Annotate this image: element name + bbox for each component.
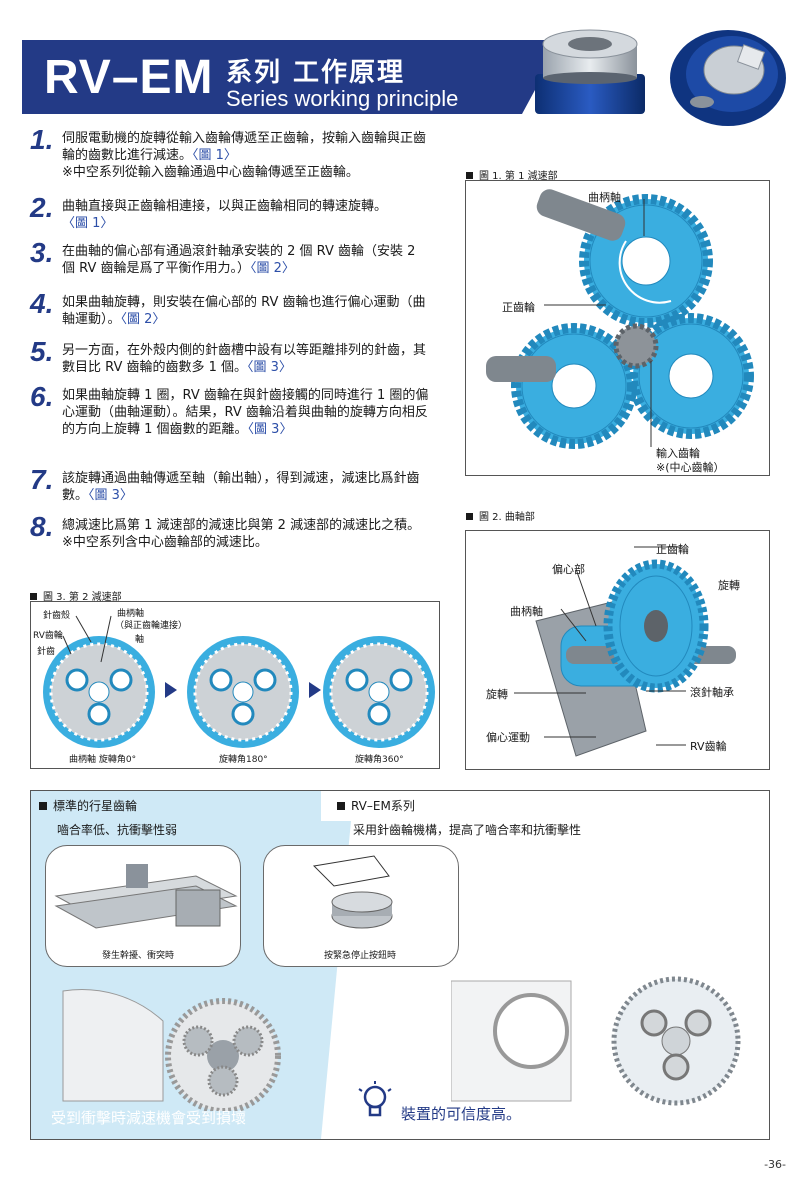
label-crankshaft: 曲柄軸 xyxy=(117,609,145,619)
label-needle-bearing: 滾針軸承 xyxy=(690,686,734,699)
panel-caption-180: 旋轉角180° xyxy=(219,755,268,765)
emergency-stop-illustration xyxy=(312,855,393,929)
figure-3-caption: 圖 3. 第 2 減速部 xyxy=(30,588,122,603)
label-eccentric-motion: 偏心運動 xyxy=(486,731,530,744)
rv-em-subtitle: 采用針齒輪機構，提高了嚙合率和抗衝擊性 xyxy=(353,823,582,837)
step-text: 另一方面，在外殼内側的針齒槽中設有以等距離排列的針齒，其數目比 RV 齒輪的齒數… xyxy=(62,343,427,375)
rv-em-title: RV–EM系列 xyxy=(337,797,415,814)
figure-ref: 〈圖 2〉 xyxy=(249,261,295,276)
figure-1-caption: 圖 1. 第 1 減速部 xyxy=(466,167,558,182)
damage-message: 受到衝擊時減速機會受到損壞 xyxy=(51,1109,247,1127)
step-text: 伺服電動機的旋轉從輸入齒輪傳遞至正齒輪，按輸入齒輪與正齒輪的齒數比進行減速。 xyxy=(62,131,427,163)
model-title: RV–EM xyxy=(44,51,214,104)
step-number: 2. xyxy=(30,192,54,223)
collision-caption: 發生幹擾、衝突時 xyxy=(102,951,175,961)
page-title-zh: 系列 工作原理 xyxy=(226,58,406,88)
step-4: 4. 如果曲軸旋轉，則安裝在偏心部的 RV 齒輪也進行偏心運動（曲軸運動）。〈圖… xyxy=(30,288,430,328)
step-text: 該旋轉通過曲軸傳遞至軸（輸出軸），得到減速，減速比爲針齒數。 xyxy=(62,471,420,503)
figure-ref: 〈圖 3〉 xyxy=(247,360,292,375)
label-crankshaft: 曲柄軸 xyxy=(510,605,543,618)
panel-caption-0: 曲柄軸 旋轉角0° xyxy=(69,755,137,765)
page-number: -36- xyxy=(764,1158,786,1171)
page-title-en: Series working principle xyxy=(226,86,459,111)
reducer-photo-small xyxy=(670,30,786,126)
label-rv-gear: RV齒輪 xyxy=(33,631,63,641)
reducer-photo-large xyxy=(535,29,645,114)
label-spur-gear: 正齒輪 xyxy=(502,301,535,314)
label-crankshaft-note: （與正齒輪連接） xyxy=(115,621,188,631)
step-number: 8. xyxy=(30,511,54,542)
panel-180deg xyxy=(187,636,299,748)
figure-3: 針齒殼 RV齒輪 針齒 曲柄軸 （與正齒輪連接） 軸 曲柄軸 旋轉角0° 旋轉角… xyxy=(30,601,440,769)
label-shaft: 軸 xyxy=(135,635,145,645)
figure-2: 正齒輪 偏心部 旋轉 曲柄軸 旋轉 滾針軸承 偏心運動 RV齒輪 xyxy=(465,530,770,770)
step-number: 1. xyxy=(30,124,54,155)
step-number: 5. xyxy=(30,336,54,367)
label-rotation-top: 旋轉 xyxy=(718,579,740,592)
label-crankshaft: 曲柄軸 xyxy=(588,191,621,204)
emergency-stop-bubble: 按緊急停止按鈕時 xyxy=(263,845,459,967)
figure-ref: 〈圖 3〉 xyxy=(247,422,293,437)
standard-planetary-subtitle: 嚙合率低、抗衝擊性弱 xyxy=(57,823,178,837)
label-rv-gear: RV齒輪 xyxy=(690,740,727,753)
step-5: 5. 另一方面，在外殼内側的針齒槽中設有以等距離排列的針齒，其數目比 RV 齒輪… xyxy=(30,336,430,376)
gear-train-diagram xyxy=(486,189,754,449)
planetary-gear-illustration xyxy=(62,988,281,1111)
lightbulb-icon xyxy=(358,1081,392,1117)
step-number: 7. xyxy=(30,464,54,495)
panel-360deg xyxy=(323,636,435,748)
header-band xyxy=(22,40,522,114)
panel-caption-360: 旋轉角360° xyxy=(355,755,404,765)
step-text: 如果曲軸旋轉 1 圈，RV 齒輪在與針齒接觸的同時進行 1 圈的偏心運動（曲軸運… xyxy=(62,388,429,437)
standard-planetary-title: 標準的行星齒輪 xyxy=(39,797,137,814)
step-8: 8. 總減速比爲第 1 減速部的減速比與第 2 減速部的減速比之積。 ※中空系列含… xyxy=(30,511,430,551)
emergency-stop-caption: 按緊急停止按鈕時 xyxy=(324,951,397,961)
figure-ref: 〈圖 3〉 xyxy=(88,488,133,503)
comparison-panel: 標準的行星齒輪 嚙合率低、抗衝擊性弱 RV–EM系列 采用針齒輪機構，提高了嚙合… xyxy=(30,790,770,1140)
step-note: ※中空系列含中心齒輪部的減速比。 xyxy=(62,535,268,550)
label-spur-gear: 正齒輪 xyxy=(656,543,689,556)
label-eccentric: 偏心部 xyxy=(552,563,585,576)
step-number: 3. xyxy=(30,237,54,268)
label-pin: 針齒 xyxy=(37,647,56,657)
figure-2-caption: 圖 2. 曲軸部 xyxy=(466,508,535,523)
crankshaft-diagram xyxy=(514,546,736,757)
step-number: 6. xyxy=(30,381,54,412)
reliability-message: 裝置的可信度高。 xyxy=(401,1105,522,1123)
rv-pin-gear-illustration xyxy=(451,976,741,1106)
label-rotation-left: 旋轉 xyxy=(486,688,508,701)
figure-1: 曲柄軸 正齒輪 輸入齒輪 ※(中心齒輪） xyxy=(465,180,770,476)
collision-illustration xyxy=(54,864,238,929)
label-center-gear: ※(中心齒輪） xyxy=(656,461,725,474)
step-text: 如果曲軸旋轉，則安裝在偏心部的 RV 齒輪也進行偏心運動（曲軸運動）。 xyxy=(62,295,426,327)
label-input-gear: 輸入齒輪 xyxy=(656,447,700,460)
step-1: 1. 伺服電動機的旋轉從輸入齒輪傳遞至正齒輪，按輸入齒輪與正齒輪的齒數比進行減速… xyxy=(30,124,430,181)
step-6: 6. 如果曲軸旋轉 1 圈，RV 齒輪在與針齒接觸的同時進行 1 圈的偏心運動（… xyxy=(30,381,430,438)
second-stage-diagram xyxy=(43,615,435,748)
figure-ref: 〈圖 1〉 xyxy=(62,216,114,231)
figure-ref: 〈圖 2〉 xyxy=(120,312,166,327)
panel-0deg xyxy=(43,636,155,748)
step-text: 在曲軸的偏心部有通過滾針軸承安裝的 2 個 RV 齒輪（安裝 2 個 RV 齒輪… xyxy=(62,244,416,276)
step-3: 3. 在曲軸的偏心部有通過滾針軸承安裝的 2 個 RV 齒輪（安裝 2 個 RV… xyxy=(30,237,430,277)
collision-bubble: 發生幹擾、衝突時 xyxy=(45,845,241,967)
step-7: 7. 該旋轉通過曲軸傳遞至軸（輸出軸），得到減速，減速比爲針齒數。〈圖 3〉 xyxy=(30,464,430,504)
step-text: 總減速比爲第 1 減速部的減速比與第 2 減速部的減速比之積。 xyxy=(62,518,421,533)
label-pin-housing: 針齒殼 xyxy=(43,611,71,621)
step-number: 4. xyxy=(30,288,54,319)
step-note: ※中空系列從輸入齒輪通過中心齒輪傳遞至正齒輪。 xyxy=(62,165,359,180)
step-2: 2. 曲軸直接與正齒輪相連接，以與正齒輪相同的轉速旋轉。〈圖 1〉 xyxy=(30,192,430,232)
step-text: 曲軸直接與正齒輪相連接，以與正齒輪相同的轉速旋轉。 xyxy=(62,199,388,214)
figure-ref: 〈圖 1〉 xyxy=(192,148,237,163)
